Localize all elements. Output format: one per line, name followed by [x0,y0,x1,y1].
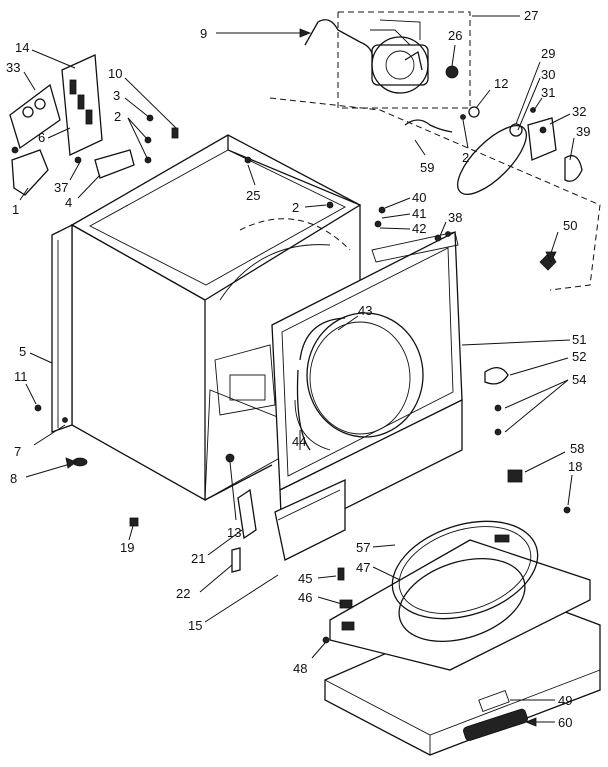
callout-label: 58 [570,441,584,456]
callout-label: 18 [568,459,582,474]
callout-label: 2 [292,200,299,215]
front-panel [271,230,463,542]
callout-label: 14 [15,40,29,55]
drum-platform [329,520,591,671]
callout-label: 40 [412,190,426,205]
callout-label: 60 [558,715,572,730]
toe-panel [274,478,346,561]
callout-label: 9 [200,26,207,41]
idler-assembly [509,107,583,182]
callout-label: 37 [54,180,68,195]
callout-label: 52 [572,349,586,364]
callout-label: 26 [448,28,462,43]
callout-label: 31 [541,85,555,100]
callout-label: 1 [12,202,19,217]
fasteners [34,50,571,741]
callout-label: 39 [576,124,590,139]
motor-assembly [337,11,471,109]
callout-label: 8 [10,471,17,486]
control-bracket [9,54,135,196]
callout-label: 50 [563,218,577,233]
callout-label: 54 [572,372,586,387]
callout-label: 29 [541,46,555,61]
callout-label: 6 [38,130,45,145]
callout-label: 2 [114,109,121,124]
callout-label: 7 [14,444,21,459]
callout-label: 32 [572,104,586,119]
callout-label: 57 [356,540,370,555]
callout-label: 21 [191,551,205,566]
callout-label: 51 [572,332,586,347]
callout-label: 11 [14,369,28,384]
callout-label: 41 [412,206,426,221]
callout-label: 38 [448,210,462,225]
wire-harness [304,19,374,63]
callout-label: 5 [19,344,26,359]
callout-label: 3 [113,88,120,103]
callout-label: 27 [524,8,538,23]
callout-label: 12 [494,76,508,91]
callout-label: 42 [412,221,426,236]
callout-label: 43 [358,303,372,318]
callout-label: 22 [176,586,190,601]
drive-belt [457,125,527,195]
callout-label: 2 [462,150,469,165]
callout-label: 15 [188,618,202,633]
callout-label: 30 [541,67,555,82]
callout-label: 46 [298,590,312,605]
callout-label: 33 [6,60,20,75]
callout-label: 59 [420,160,434,175]
callout-label: 48 [293,661,307,676]
side-panel [51,223,73,433]
callout-label: 49 [558,693,572,708]
callout-label: 25 [246,188,260,203]
callout-label: 45 [298,571,312,586]
callout-label: 47 [356,560,370,575]
callout-group: 14 33 10 3 2 6 1 37 4 9 27 26 [6,8,590,730]
callout-label: 19 [120,540,134,555]
callout-label: 10 [108,66,122,81]
rear-panel-outline [269,97,601,291]
callout-label: 4 [65,195,72,210]
callout-label: 44 [292,434,306,449]
callout-label: 13 [227,525,241,540]
